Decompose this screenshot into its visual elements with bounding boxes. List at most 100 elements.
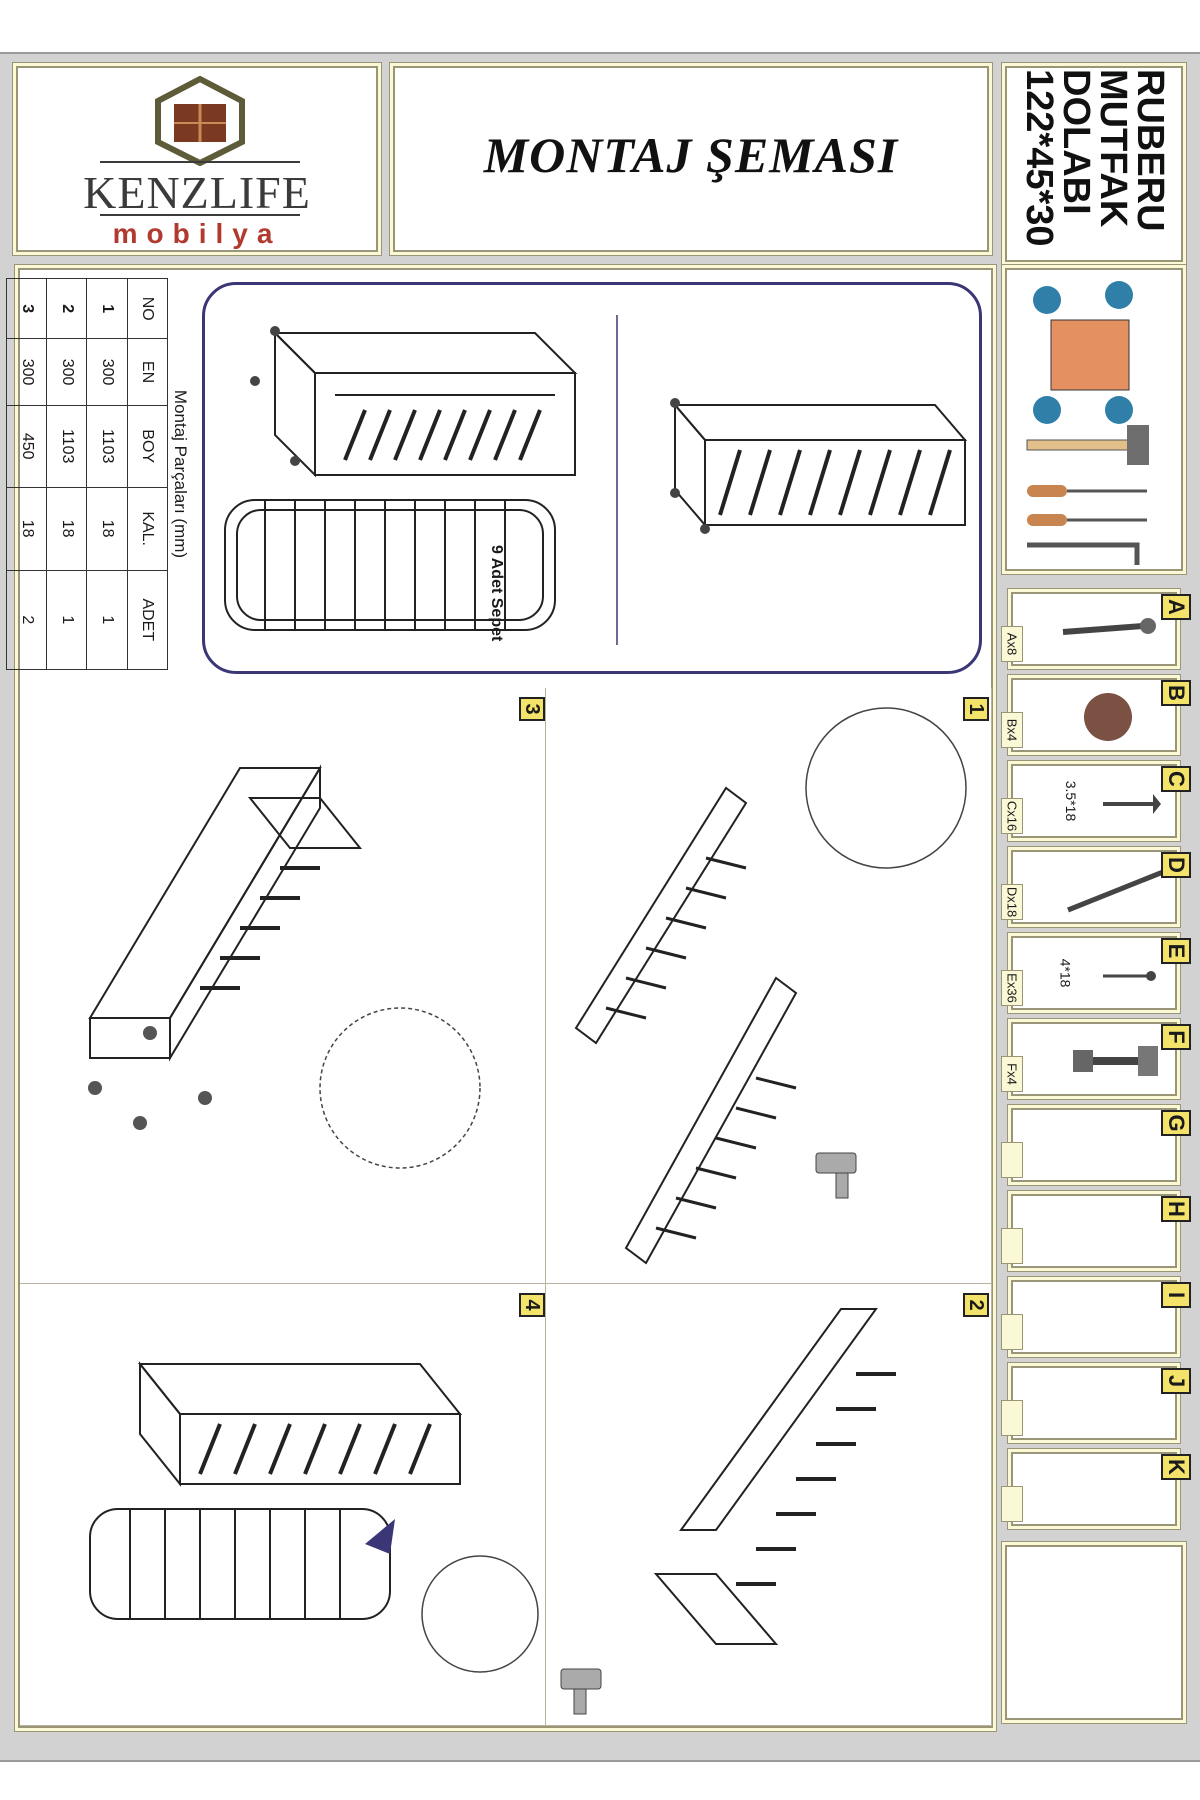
fitting-letter: H bbox=[1161, 1196, 1191, 1222]
fitting-H: H bbox=[1001, 1194, 1191, 1268]
page-title: MONTAJ ŞEMASI bbox=[483, 127, 899, 183]
fitting-F: F Fx4 bbox=[1001, 1022, 1191, 1096]
basket-count-label: 9 Adet Sepet bbox=[488, 545, 505, 642]
fitting-letter: E bbox=[1161, 938, 1191, 964]
product-panel: RUBERU MUTFAK DOLABI 122*45*30 bbox=[1005, 66, 1183, 262]
tools-panel bbox=[1005, 268, 1183, 571]
fitting-letter: K bbox=[1161, 1454, 1191, 1480]
fitting-qty: Dx18 bbox=[1001, 884, 1023, 920]
fitting-J: J bbox=[1001, 1366, 1191, 1440]
product-line-1: RUBERU bbox=[1129, 69, 1171, 232]
step-3-panel: 3 bbox=[20, 688, 546, 1284]
cell: 3 bbox=[6, 278, 47, 339]
two-person-icon bbox=[1033, 281, 1133, 424]
step-4-panel: 4 bbox=[20, 1284, 546, 1726]
step-1-panel: 1 bbox=[546, 688, 992, 1284]
brand-rule-bottom bbox=[100, 214, 300, 216]
brand-name: KENZLIFE bbox=[83, 167, 311, 218]
step-3-drawing bbox=[88, 764, 481, 1169]
overview-panel: 9 Adet Sepet bbox=[202, 282, 982, 674]
cell: 1103 bbox=[87, 405, 128, 488]
fitting-letter: I bbox=[1161, 1282, 1191, 1308]
fitting-letter: B bbox=[1161, 680, 1191, 706]
cell: 1103 bbox=[46, 405, 87, 488]
fitting-letter: G bbox=[1161, 1110, 1191, 1136]
cell: 300 bbox=[6, 338, 47, 406]
cell: 1 bbox=[87, 570, 128, 670]
product-line-4: 122*45*30 bbox=[1018, 69, 1060, 247]
step-number-2: 2 bbox=[963, 1293, 989, 1317]
table-header-row: NO EN BOY KAL. ADET bbox=[127, 278, 168, 670]
overview-drawing bbox=[224, 315, 968, 645]
cell: 1 bbox=[46, 570, 87, 670]
table-row: 1 300 1103 18 1 bbox=[87, 278, 128, 670]
brand-rule-top bbox=[100, 161, 300, 163]
fitting-letter: A bbox=[1161, 594, 1191, 620]
fitting-A: A Ax8 bbox=[1001, 592, 1191, 666]
cell: 18 bbox=[87, 487, 128, 571]
wood-screw-icon bbox=[1103, 794, 1161, 814]
col-header-kal: KAL. bbox=[127, 487, 168, 571]
cell: 2 bbox=[46, 278, 87, 339]
fitting-qty: Ex36 bbox=[1001, 970, 1023, 1006]
step-2-drawing bbox=[560, 1308, 896, 1715]
logo-panel: KENZLIFE mobilya bbox=[16, 66, 378, 252]
cell: 2 bbox=[6, 570, 47, 670]
step-number-3: 3 bbox=[519, 697, 545, 721]
step-4-drawing bbox=[89, 1361, 539, 1673]
fitting-qty bbox=[1001, 1400, 1023, 1436]
table-row: 3 300 450 18 2 bbox=[6, 278, 47, 670]
screwdriver-icons bbox=[1027, 485, 1147, 526]
product-line-2: MUTFAK bbox=[1092, 69, 1134, 228]
fitting-D: D Dx18 bbox=[1001, 850, 1191, 924]
parts-table-wrapper: Montaj Parçaları (mm) NO EN BOY KAL. ADE… bbox=[6, 278, 190, 670]
product-name: RUBERU MUTFAK DOLABI 122*45*30 bbox=[1018, 69, 1171, 259]
fitting-qty: Fx4 bbox=[1001, 1056, 1023, 1092]
fitting-B: B Bx4 bbox=[1001, 678, 1191, 752]
parts-table: Montaj Parçaları (mm) NO EN BOY KAL. ADE… bbox=[6, 278, 190, 670]
fitting-qty: Ax8 bbox=[1001, 626, 1023, 662]
col-header-no: NO bbox=[127, 278, 168, 339]
allen-key-icon bbox=[1027, 542, 1140, 565]
step-number-1: 1 bbox=[963, 697, 989, 721]
step-number-4: 4 bbox=[519, 1293, 545, 1317]
fitting-letter: C bbox=[1161, 766, 1191, 792]
cell: 450 bbox=[6, 405, 47, 488]
fitting-letter: D bbox=[1161, 852, 1191, 878]
brand-subtitle: mobilya bbox=[112, 218, 282, 249]
hammer-icon bbox=[1026, 425, 1149, 465]
long-screw-icon bbox=[1062, 618, 1156, 635]
fitting-C: 3.5*18 C Cx16 bbox=[1001, 764, 1191, 838]
fitting-letter: F bbox=[1161, 1024, 1191, 1050]
leveling-foot-icon bbox=[1073, 1046, 1158, 1076]
col-header-adet: ADET bbox=[127, 570, 168, 670]
small-screw-icon bbox=[1103, 971, 1156, 981]
cap-cover-icon bbox=[1084, 693, 1132, 741]
title-panel: MONTAJ ŞEMASI bbox=[393, 66, 989, 252]
fitting-K: K bbox=[1001, 1452, 1191, 1526]
cell: 18 bbox=[6, 487, 47, 571]
cell: 300 bbox=[87, 338, 128, 406]
fitting-qty bbox=[1001, 1314, 1023, 1350]
fitting-qty: Bx4 bbox=[1001, 712, 1023, 748]
cell: 18 bbox=[46, 487, 87, 571]
fitting-qty bbox=[1001, 1142, 1023, 1178]
tools-drawing bbox=[1026, 281, 1149, 565]
logo-mark-icon bbox=[155, 76, 245, 166]
fitting-letter: J bbox=[1161, 1368, 1191, 1394]
fitting-qty bbox=[1001, 1228, 1023, 1264]
fitting-E: 4*18 E Ex36 bbox=[1001, 936, 1191, 1010]
rail-icon bbox=[1067, 869, 1164, 913]
cell: 300 bbox=[46, 338, 87, 406]
fitting-G: G bbox=[1001, 1108, 1191, 1182]
parts-table-caption: Montaj Parçaları (mm) bbox=[171, 389, 190, 559]
fitting-qty bbox=[1001, 1486, 1023, 1522]
col-header-boy: BOY bbox=[127, 405, 168, 488]
product-line-3: DOLABI bbox=[1055, 69, 1097, 215]
col-header-en: EN bbox=[127, 338, 168, 406]
blank-panel bbox=[1005, 1545, 1183, 1720]
fitting-qty: Cx16 bbox=[1001, 798, 1023, 834]
cell: 1 bbox=[87, 278, 128, 339]
step-2-panel: 2 bbox=[546, 1284, 992, 1726]
fitting-I: I bbox=[1001, 1280, 1191, 1354]
